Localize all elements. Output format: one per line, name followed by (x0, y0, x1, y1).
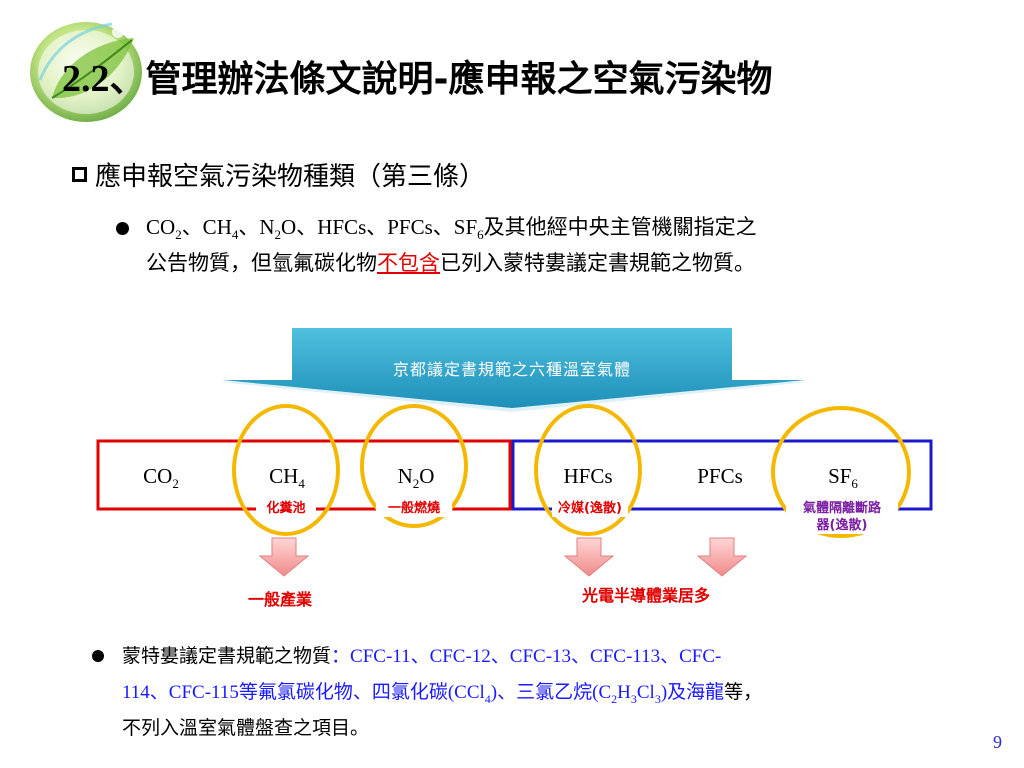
label-general-industry: 一般產業 (248, 590, 313, 609)
section-heading: 應申報空氣污染物種類（第三條） (72, 156, 485, 193)
banner-label: 京都議定書規範之六種溫室氣體 (392, 360, 631, 379)
text-n: 、N (238, 215, 275, 239)
text-co: CO (146, 215, 176, 239)
bullet-line-2: 114、CFC-115等氟氯碳化物、四氯化碳(CCl4)、三氯乙烷(C2H3Cl… (122, 674, 762, 717)
page-title: 2.2、管理辦法條文說明-應申報之空氣污染物 (62, 50, 772, 102)
highlight-circle-n2o (360, 404, 468, 528)
subscript: 2 (274, 227, 282, 243)
note-hfcs: 冷媒(逸散) (552, 500, 628, 517)
subscript: 4 (231, 227, 239, 243)
highlight-circle-ch4 (232, 404, 340, 536)
down-arrow-icon (696, 537, 748, 577)
round-bullet-icon (92, 650, 104, 662)
text-suffix: 及其他經中央主管機關指定之 (483, 215, 757, 239)
highlight-circle-sf6 (771, 406, 911, 538)
title-text: 、管理辦法條文說明-應申報之空氣污染物 (109, 59, 773, 100)
gas-n2o: N2O (397, 464, 435, 492)
subscript: 2 (611, 691, 618, 706)
note-n2o: 一般燃燒 (376, 500, 452, 517)
round-bullet-icon (116, 222, 129, 235)
bullet-line-1: 蒙特婁議定書規範之物質：CFC-11、CFC-12、CFC-13、CFC-113… (122, 638, 721, 675)
note-sf6: 氣體隔離斷路器(逸散) (786, 500, 898, 534)
subscript: 6 (477, 227, 484, 243)
subscript: 2 (175, 227, 182, 243)
subscript: 4 (484, 691, 491, 706)
text-etc: 等， (724, 681, 763, 703)
gas-ch4: CH4 (269, 464, 305, 492)
bullet-line-2: 公告物質，但氫氟碳化物不包含已列入蒙特婁議定書規範之物質。 (146, 246, 755, 280)
leaf-globe-logo (30, 22, 142, 122)
heading-text: 應申報空氣污染物種類（第三條） (95, 162, 486, 192)
highlight-not-included: 不包含 (377, 251, 440, 275)
gas-sf6: SF6 (828, 464, 858, 492)
cfc-list-1: CFC-11、CFC-12、CFC-13、CFC-113、CFC- (350, 646, 722, 667)
text-prefix: 蒙特婁議定書規範之物質 (122, 645, 332, 667)
banner-arrow (220, 328, 808, 412)
bullet-line-3: 不列入溫室氣體盤查之項目。 (122, 717, 370, 739)
title-number: 2.2 (62, 58, 110, 100)
note-ch4: 化糞池 (256, 500, 316, 517)
text-gases: O、HFCs、PFCs、SF (281, 215, 478, 239)
bullet-line-1: CO2、CH4、N2O、HFCs、PFCs、SF6及其他經中央主管機關指定之 (146, 210, 757, 252)
page-number: 9 (993, 732, 1002, 752)
gas-co2: CO2 (143, 464, 179, 492)
blue-group-box (511, 439, 933, 511)
text-ch: 、CH (181, 215, 232, 239)
down-arrow-icon (258, 537, 310, 577)
gas-hfcs: HFCs (563, 464, 613, 488)
gas-pfcs: PFCs (697, 464, 743, 488)
subscript: 3 (654, 691, 661, 706)
highlight-circle-hfcs (534, 404, 642, 536)
text-h: H (617, 682, 631, 703)
text-prefix: 公告物質，但氫氟碳化物 (146, 251, 377, 275)
text-cl: Cl (636, 682, 655, 703)
subscript: 3 (630, 691, 637, 706)
halon: )及海龍 (660, 682, 725, 703)
cfc-list-2: 114、CFC-115等氟氯碳化物、四氯化碳(CCl (122, 682, 485, 703)
trichloroethane: )、三氯乙烷(C (490, 682, 612, 703)
text-suffix: 已列入蒙特婁議定書規範之物質。 (440, 251, 755, 275)
label-semiconductor: 光電半導體業居多 (582, 586, 711, 605)
colon: ： (331, 645, 351, 667)
down-arrow-icon (563, 537, 615, 577)
square-bullet-icon (72, 167, 87, 182)
